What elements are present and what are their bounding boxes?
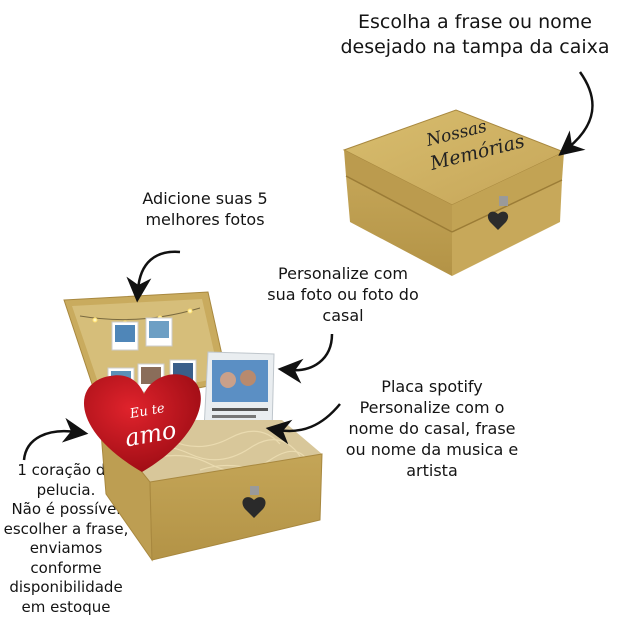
couple-photo-arrow-icon: [277, 333, 334, 384]
photos-arrow-icon: [126, 250, 181, 303]
heart-annotation-line-8: em estoque: [21, 597, 111, 616]
photos-annotation-line-2: melhores fotos: [145, 210, 265, 230]
spotify-annotation-line-5: artista: [406, 461, 458, 481]
spotify-annotation-line-3: nome do casal, frase: [348, 419, 516, 439]
heart-annotation-line-2: pelucia.: [36, 480, 96, 499]
photos-annotation-line-1: Adicione suas 5: [142, 189, 268, 208]
couple-photo-annotation-line-1: Personalize com: [278, 264, 408, 283]
lid-arrow-icon: [558, 71, 594, 156]
heart-annotation-line-7: disponibilidade: [9, 578, 123, 596]
spotify-annotation-line-1: Placa spotify: [381, 377, 483, 396]
plush-heart: Eu te amo: [83, 374, 201, 472]
couple-photo-annotation-line-3: casal: [322, 306, 364, 326]
heart-arrow-icon: [22, 417, 89, 461]
couple-photo-annotation-line-2: sua foto ou foto do: [267, 285, 419, 305]
open-box-clasp-heart-icon: [242, 497, 266, 518]
heart-annotation-line-1: 1 coração de: [17, 461, 115, 479]
heart-annotation-line-3: Não é possível: [11, 500, 121, 518]
heart-annotation-line-4: escolher a frase,: [3, 519, 129, 538]
spotify-plaque: [203, 351, 275, 433]
couple-photo-annotation: Personalize com sua foto ou foto do casa…: [258, 263, 428, 326]
heart-annotation-line-6: conforme: [30, 558, 102, 577]
spotify-annotation: Placa spotify Personalize com o nome do …: [332, 376, 532, 482]
spotify-annotation-line-2: Personalize com o: [359, 398, 505, 418]
spotify-arrow-icon: [265, 403, 341, 445]
heart-text-line-1: Eu te: [128, 401, 166, 422]
closed-box: Nossas Memórias: [342, 109, 566, 276]
box-clasp-heart-icon: [487, 211, 509, 230]
lid-annotation-line-1: Escolha a frase ou nome: [357, 11, 592, 33]
heart-annotation: 1 coração de pelucia. Não é possível esc…: [0, 461, 132, 617]
spotify-annotation-line-4: ou nome da musica e: [345, 440, 519, 460]
photos-annotation: Adicione suas 5 melhores fotos: [120, 188, 290, 230]
heart-annotation-line-5: enviamos: [29, 539, 103, 557]
lid-annotation-line-2: desejado na tampa da caixa: [340, 36, 610, 59]
lid-annotation: Escolha a frase ou nome desejado na tamp…: [325, 10, 625, 60]
